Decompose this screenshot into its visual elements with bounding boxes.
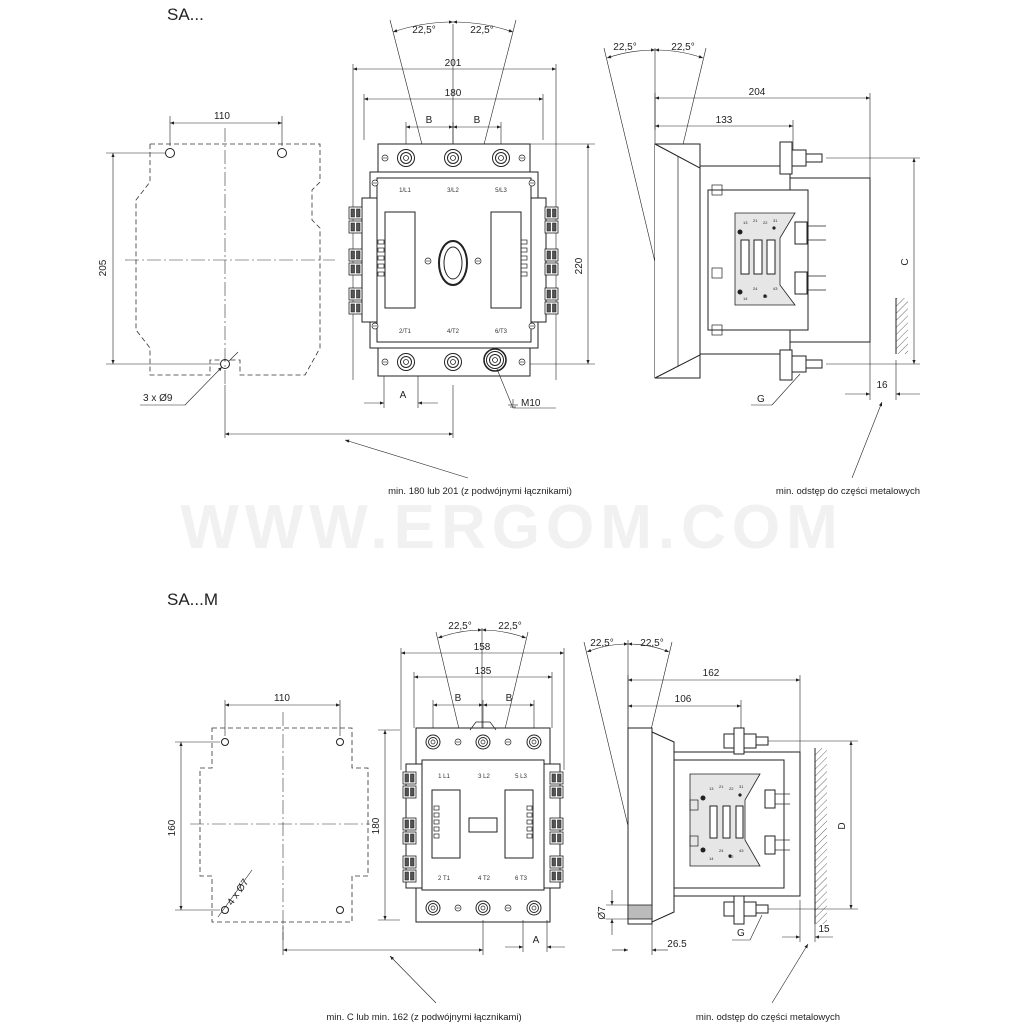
- top-front-dim-a: A: [400, 390, 407, 401]
- top-front-ground: M10: [521, 398, 541, 409]
- bottom-term-6: 6 T3: [515, 876, 528, 882]
- bottom-note-clearance: min. odstęp do części metalowych: [696, 1012, 840, 1023]
- top-front-pitch-b1: B: [426, 115, 433, 126]
- top-front-angle-right: 22,5°: [470, 25, 493, 36]
- top-side-dim-g: G: [757, 394, 765, 405]
- bottom-aux-l6: 24: [719, 848, 724, 853]
- bottom-term-4: 2 T1: [438, 876, 451, 882]
- bottom-title: SA...M: [167, 590, 218, 609]
- bottom-front-angle-right: 22,5°: [498, 621, 521, 632]
- bottom-side-view: 22,5° 22,5° 162 106 13 21 22 31 14 24 32…: [583, 638, 858, 1023]
- top-side-clearance: 16: [876, 380, 888, 391]
- top-side-angle-right: 22,5°: [671, 42, 694, 53]
- bottom-aux-l1: 13: [709, 786, 714, 791]
- bottom-side-angle-right: 22,5°: [640, 638, 663, 649]
- bottom-aux-l7: 32: [729, 854, 734, 859]
- top-front-angle-left: 22,5°: [412, 25, 435, 36]
- top-aux-l3: 22: [763, 220, 768, 225]
- bottom-aux-l3: 22: [729, 786, 734, 791]
- top-side-depth: 204: [749, 87, 766, 98]
- bottom-side-dim-g: G: [737, 928, 745, 939]
- top-front-width-outer: 201: [445, 58, 462, 69]
- bottom-term-5: 4 T2: [478, 876, 491, 882]
- top-front-pitch-b2: B: [474, 115, 481, 126]
- top-term-3: 5/L3: [495, 188, 507, 194]
- bottom-side-hole: Ø7: [597, 906, 608, 920]
- bottom-front-width-inner: 135: [475, 666, 492, 677]
- bottom-term-2: 3 L2: [478, 774, 490, 780]
- top-front-view: 22,5° 22,5° 201 180 B B 220: [224, 19, 595, 497]
- top-front-width-inner: 180: [445, 88, 462, 99]
- bottom-term-1: 1 L1: [438, 774, 450, 780]
- bottom-side-depth: 162: [703, 668, 720, 679]
- top-term-5: 4/T2: [447, 329, 460, 335]
- top-aux-l5: 14: [743, 296, 748, 301]
- top-mount-width: 110: [214, 111, 230, 122]
- bottom-side-clearance: 15: [818, 924, 830, 935]
- bottom-aux-l2: 21: [719, 784, 724, 789]
- bottom-mounting-plan: 110 160 4 x Ø7: [167, 693, 370, 940]
- bottom-front-pitch-b2: B: [506, 693, 513, 704]
- bottom-front-height: 180: [371, 817, 382, 834]
- top-front-height: 220: [574, 257, 585, 274]
- bottom-note-spacing: min. C lub min. 162 (z podwójnymi łączni…: [326, 1012, 521, 1023]
- top-aux-l1: 13: [743, 220, 748, 225]
- top-term-6: 6/T3: [495, 329, 508, 335]
- top-mount-holes: 3 x Ø9: [143, 393, 173, 404]
- bottom-aux-l8: 43: [739, 848, 744, 853]
- top-term-4: 2/T1: [399, 329, 412, 335]
- top-side-depth-inner: 133: [716, 115, 733, 126]
- bottom-mount-height: 160: [167, 819, 178, 836]
- top-side-dim-c: C: [900, 258, 911, 265]
- top-title: SA...: [167, 5, 204, 24]
- bottom-mount-width: 110: [274, 693, 290, 704]
- bottom-term-3: 5 L3: [515, 774, 527, 780]
- top-aux-l2: 21: [753, 218, 758, 223]
- top-aux-l4: 31: [773, 218, 778, 223]
- top-side-angle-left: 22,5°: [613, 42, 636, 53]
- bottom-front-width-outer: 158: [474, 642, 491, 653]
- bottom-aux-l4: 31: [739, 784, 744, 789]
- bottom-side-depth-inner: 106: [675, 694, 692, 705]
- bottom-side-dim-d: D: [837, 822, 848, 829]
- bottom-front-dim-a: A: [533, 935, 540, 946]
- top-mounting-plan: 110 205 3 x Ø9: [98, 111, 335, 406]
- watermark: WWW.ERGOM.COM: [180, 493, 843, 562]
- bottom-mount-holes: 4 x Ø7: [225, 877, 251, 908]
- top-side-view: 22,5° 22,5° 204 133 13 21 22 31 14 24 32…: [603, 42, 920, 497]
- top-aux-l7: 32: [763, 294, 768, 299]
- bottom-front-angle-left: 22,5°: [448, 621, 471, 632]
- top-aux-l8: 43: [773, 286, 778, 291]
- top-term-2: 3/L2: [447, 188, 459, 194]
- top-term-1: 1/L1: [399, 188, 411, 194]
- bottom-aux-l5: 14: [709, 856, 714, 861]
- top-mount-height: 205: [98, 259, 109, 276]
- top-note-spacing: min. 180 lub 201 (z podwójnymi łącznikam…: [388, 486, 572, 497]
- top-note-clearance: min. odstęp do części metalowych: [776, 486, 920, 497]
- bottom-side-rail: 26.5: [667, 939, 687, 950]
- bottom-front-pitch-b1: B: [455, 693, 462, 704]
- top-aux-l6: 24: [753, 286, 758, 291]
- bottom-front-view: 22,5° 22,5° 158 135 B B 180: [282, 621, 565, 1023]
- bottom-side-angle-left: 22,5°: [590, 638, 613, 649]
